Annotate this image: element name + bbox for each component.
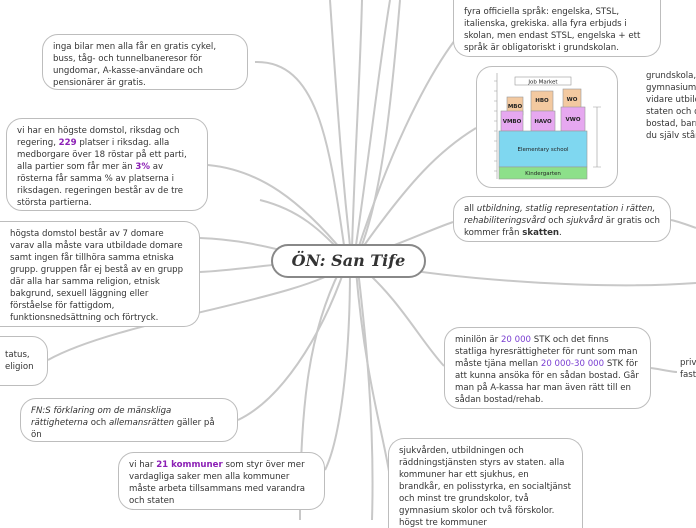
hbo-label: HBO [535,98,549,104]
free-education-text-7: . [559,228,562,238]
healthcare-text: sjukvården, utbildningen och räddningstj… [399,446,571,528]
status-node[interactable]: tatus, eligion [0,336,48,386]
languages-text: fyra officiella språk: engelska, STSL, i… [464,7,641,53]
healthcare-node[interactable]: sjukvården, utbildningen och räddningstj… [388,438,583,528]
school-text-1: grundskola, [646,71,696,81]
school-text-6: du själv stån [646,131,696,141]
central-topic[interactable]: ÖN: San Tife [271,244,426,278]
supreme-court-text: högsta domstol består av 7 domare varav … [10,229,184,323]
cars-node[interactable]: inga bilar men alla får en gratis cykel,… [42,34,248,90]
school-clipped-node[interactable]: grundskola, gymnasium vidare utbild stat… [646,70,696,142]
languages-node[interactable]: fyra officiella språk: engelska, STSL, i… [453,0,661,57]
free-education-text-1: all [464,204,477,214]
vmbo-label: VMBO [503,119,522,125]
municipalities-node[interactable]: vi har 21 kommuner som styr över mer var… [118,452,325,510]
wage-text-2: STK och det finns statliga hyresrättighe… [455,335,638,369]
private-clipped-node[interactable]: priv fast [680,357,696,381]
municipalities-count: 21 kommuner [156,460,223,470]
kindergarten-label: Kindergarten [525,171,561,177]
tax-text: skatten [522,228,560,238]
vwo-label: VWO [566,117,581,123]
central-topic-title: ÖN: San Tife [291,251,406,270]
wage-text-1: minilön är [455,335,501,345]
education-system-diagram: Job Market MBO HBO WO VMBO HAVO VWO Elem… [494,73,601,180]
kindergarten-box [498,166,588,180]
rights-node[interactable]: FN:S förklaring om de mänskliga rättighe… [20,398,238,442]
job-market-box [514,76,572,86]
rights-text-end: gäller på ön [31,418,215,440]
education-diagram-node[interactable]: Job Market MBO HBO WO VMBO HAVO VWO Elem… [476,66,618,188]
school-text-3: vidare utbild [646,95,696,105]
school-text-5: bostad, barn [646,119,696,129]
government-node[interactable]: vi har en högste domstol, riksdag och re… [6,118,208,211]
job-market-label: Job Market [527,80,558,86]
threshold-percent: 3% [135,162,150,172]
private-text-1: priv [680,358,696,368]
status-text-1: tatus, [5,350,30,360]
free-education-node[interactable]: all utbildning, statlig representation i… [453,196,671,242]
government-text-2: platser i riksdag. alla medborgare över … [17,138,187,172]
mbo-label: MBO [508,104,523,110]
vwo-box [560,106,586,132]
allemansratt-text: allemansrätten [108,418,175,428]
rights-text-and: och [88,418,109,428]
un-declaration-text: FN:S förklaring om de mänskliga rättighe… [31,406,172,428]
seats-count: 229 [58,138,77,148]
free-education-text-4: sjukvård [566,216,603,226]
havo-label: HAVO [534,119,552,125]
free-education-text-2: utbildning, statlig representation i rät… [464,204,656,226]
cars-text: inga bilar men alla får en gratis cykel,… [53,42,217,88]
income-range-value: 20 000-30 000 [540,359,605,369]
minimum-wage-node[interactable]: minilön är 20 000 STK och det finns stat… [444,327,651,409]
municipalities-text-2: som styr över mer vardagliga saker men a… [129,460,306,506]
private-text-2: fast [680,370,696,380]
free-education-text-3: och [545,216,567,226]
school-text-2: gymnasium [646,83,696,93]
government-text-1: vi har en högste domstol, riksdag och re… [17,126,180,148]
wo-label: WO [567,97,578,103]
minimum-wage-value: 20 000 [500,335,532,345]
elementary-school-label: Elementary school [517,147,569,153]
free-education-text-5: är gratis och kommer från [464,216,660,238]
municipalities-text-1: vi har [129,460,157,470]
status-text-2: eligion [5,362,34,372]
school-text-4: staten och d [646,107,696,117]
government-text-3: av rösterna får samma % av platserna i r… [17,162,184,208]
wage-text-3: STK för att kunna ansöka för en sådan bo… [455,359,639,405]
supreme-court-node[interactable]: högsta domstol består av 7 domare varav … [0,221,200,327]
elementary-school-box [498,130,588,168]
